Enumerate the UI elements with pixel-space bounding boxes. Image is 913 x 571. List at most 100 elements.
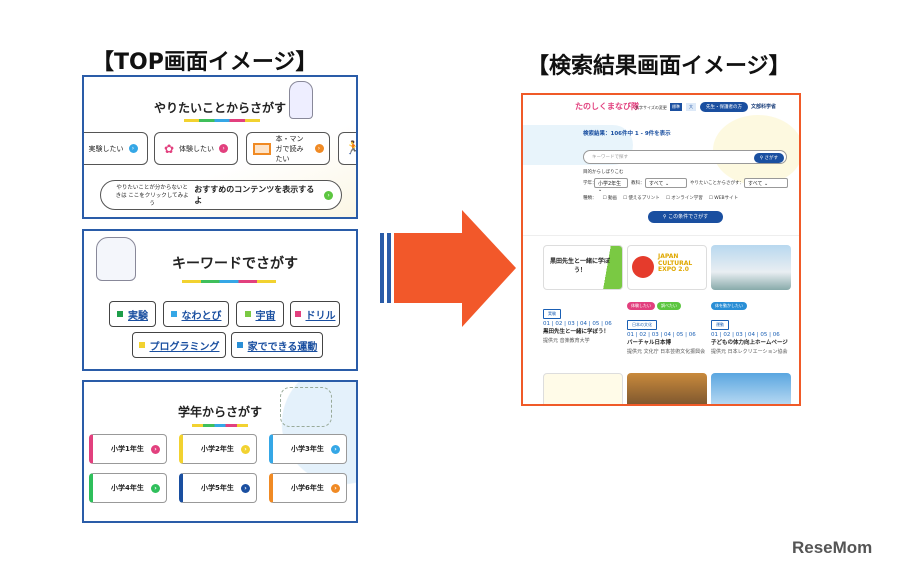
grade-links[interactable]: 01 | 02 | 03 | 04 | 05 | 06 [711, 332, 780, 338]
tag-badge[interactable]: 体験したい [627, 302, 655, 310]
card-label: 実験したい [88, 144, 124, 153]
tag-badge[interactable]: 調べたい [657, 302, 681, 310]
keyword-search-input[interactable]: キーワードで探す ⚲ さがす [583, 150, 787, 164]
type-checkbox-website[interactable]: ☐ WEBサイト [708, 196, 739, 201]
subject-select[interactable]: すべて ⌄ [645, 178, 687, 188]
people-icon: ✿ [163, 141, 175, 156]
card-thumbnail: 黒田先生と一緒に学ぼう！ [543, 245, 623, 290]
card-thumbnail: JAPAN CULTURAL EXPO 2.0 [627, 245, 707, 290]
want-select-value: すべて [748, 181, 763, 187]
grade-5-button[interactable]: 小学5年生 › [179, 473, 257, 503]
chevron-right-icon: › [151, 444, 160, 454]
chevron-right-icon: › [128, 144, 138, 153]
result-count: 検索結果：106件中 1 - 9件を表示 [583, 131, 671, 137]
grade-label: 小学3年生 [291, 445, 324, 453]
want-section-panel: やりたいことからさがす 実験したい› ✿体験したい› 本・マンガで読みたい› 🏃… [82, 75, 358, 219]
search-icon: ⚲ [759, 155, 765, 161]
checkbox-label: 使えるプリント [628, 196, 660, 201]
chevron-right-icon: › [331, 444, 340, 454]
grade-1-button[interactable]: 小学1年生› [89, 434, 167, 464]
chevron-right-icon: › [314, 144, 324, 153]
keyword-label: 家でできる運動 [247, 341, 318, 353]
recommend-label: おすすめのコンテンツを表示するよ [194, 185, 315, 205]
divider [523, 235, 799, 236]
want-card-experience[interactable]: ✿体験したい› [154, 132, 238, 165]
chevron-right-icon: › [324, 190, 333, 200]
search-button-label: さがす [764, 155, 779, 161]
grade-label: 小学4年生 [111, 484, 144, 492]
search-screen-title: 【検索結果画面イメージ】 [527, 54, 791, 79]
card-title[interactable]: 子どもの体力向上ホームページ [711, 340, 788, 346]
mext-logo[interactable]: 文部科学省 [751, 104, 777, 110]
result-card[interactable]: 黒田先生と一緒に学ぼう！ 実験 01 | 02 | 03 | 04 | 05 |… [543, 245, 623, 345]
result-card-thumbnail[interactable] [711, 373, 791, 404]
result-card[interactable]: JAPAN CULTURAL EXPO 2.0 体験したい調べたい 日本の文化 … [627, 245, 707, 356]
recommend-button[interactable]: やりたいことが分からないときは ここをクリックしてみよう おすすめのコンテンツを… [100, 180, 342, 210]
font-size-label: 文字サイズの変更 [635, 105, 667, 110]
chevron-right-icon: › [151, 483, 160, 493]
submit-label: この条件でさがす [668, 214, 709, 220]
grade-6-button[interactable]: 小学6年生 › [269, 473, 347, 503]
search-placeholder: キーワードで探す [592, 155, 628, 160]
result-card-thumbnail[interactable] [627, 373, 707, 404]
card-title[interactable]: 黒田先生と一緒に学ぼう！ [543, 329, 610, 335]
card-title[interactable]: バーチャル日本博 [627, 340, 671, 346]
result-card-thumbnail[interactable] [543, 373, 623, 404]
rainbow-divider [184, 119, 260, 122]
grade-label: 小学6年生 [291, 484, 324, 492]
section-title: キーワードでさがす [172, 256, 298, 272]
grade-2-button[interactable]: 小学2年生 › [179, 434, 257, 464]
card-label: 本・マンガで読みたい [275, 134, 304, 163]
want-card-experiment[interactable]: 実験したい › [84, 132, 148, 165]
keyword-programming[interactable]: プログラミング [132, 332, 226, 358]
checkbox-label: オンライン学習 [671, 196, 703, 201]
type-checkbox-video[interactable]: ☐ 動画 [602, 196, 617, 201]
site-logo[interactable]: たのしくまなび隊 [575, 102, 639, 111]
grade-label: 小学5年生 [201, 484, 234, 492]
grade-links[interactable]: 01 | 02 | 03 | 04 | 05 | 06 [627, 332, 696, 338]
keyword-experiment[interactable]: 実験 [109, 301, 156, 327]
font-size-standard-button[interactable]: 標準 [670, 103, 682, 111]
search-button[interactable]: ⚲ さがす [753, 152, 784, 163]
keyword-label: プログラミング [149, 341, 220, 353]
grade-links[interactable]: 01 | 02 | 03 | 04 | 05 | 06 [543, 321, 612, 327]
search-icon: ⚲ [662, 214, 669, 220]
chevron-right-icon: › [241, 483, 250, 493]
subject-filter-label: 教科： [631, 181, 645, 186]
checkbox-label: 動画 [607, 196, 617, 201]
running-icon: 🏃 [345, 141, 356, 156]
grade-select-value: 小学2年生 [598, 181, 622, 187]
keyword-label: ドリル [305, 310, 336, 322]
grade-select[interactable]: 小学2年生 ⌄ [594, 178, 628, 193]
type-checkbox-print[interactable]: ☐ 使えるプリント [622, 196, 660, 201]
keyword-drill[interactable]: ドリル [290, 301, 340, 327]
keyword-jumprope[interactable]: なわとび [163, 301, 229, 327]
keyword-space[interactable]: 宇宙 [236, 301, 284, 327]
chevron-right-icon: › [219, 144, 229, 153]
keyword-label: 実験 [128, 310, 148, 322]
chevron-right-icon: › [331, 483, 340, 493]
type-filter-label: 種類： [583, 196, 597, 201]
grade-filter-label: 学年： [583, 181, 597, 186]
want-select[interactable]: すべて ⌄ [744, 178, 788, 188]
keyword-home-exercise[interactable]: 家でできる運動 [231, 332, 323, 358]
rainbow-divider [192, 424, 248, 427]
type-checkbox-online[interactable]: ☐ オンライン学習 [665, 196, 703, 201]
search-submit-button[interactable]: ⚲ この条件でさがす [648, 211, 723, 223]
chevron-right-icon: › [241, 444, 250, 454]
top-screen-title: 【TOP画面イメージ】 [92, 50, 318, 75]
resemom-watermark: ReseMom [792, 538, 873, 557]
want-card-move[interactable]: 🏃 [338, 132, 356, 165]
grade-3-button[interactable]: 小学3年生 › [269, 434, 347, 464]
want-card-read[interactable]: 本・マンガで読みたい › [246, 132, 330, 165]
character-illustration [280, 387, 332, 427]
grade-4-button[interactable]: 小学4年生 › [89, 473, 167, 503]
card-provider: 提供元 日本レクリエーション協会 [711, 349, 788, 356]
book-icon [252, 142, 271, 155]
teacher-parent-button[interactable]: 先生・保護者の方 [700, 102, 748, 112]
result-card[interactable]: 体を動かしたい 運動 01 | 02 | 03 | 04 | 05 | 06 子… [711, 245, 791, 356]
recommend-hint: やりたいことが分からないときは ここをクリックしてみよう [115, 185, 189, 207]
grade-label: 小学2年生 [201, 445, 234, 453]
tag-badge[interactable]: 体を動かしたい [711, 302, 747, 310]
font-size-large-button[interactable]: 大 [686, 103, 696, 111]
